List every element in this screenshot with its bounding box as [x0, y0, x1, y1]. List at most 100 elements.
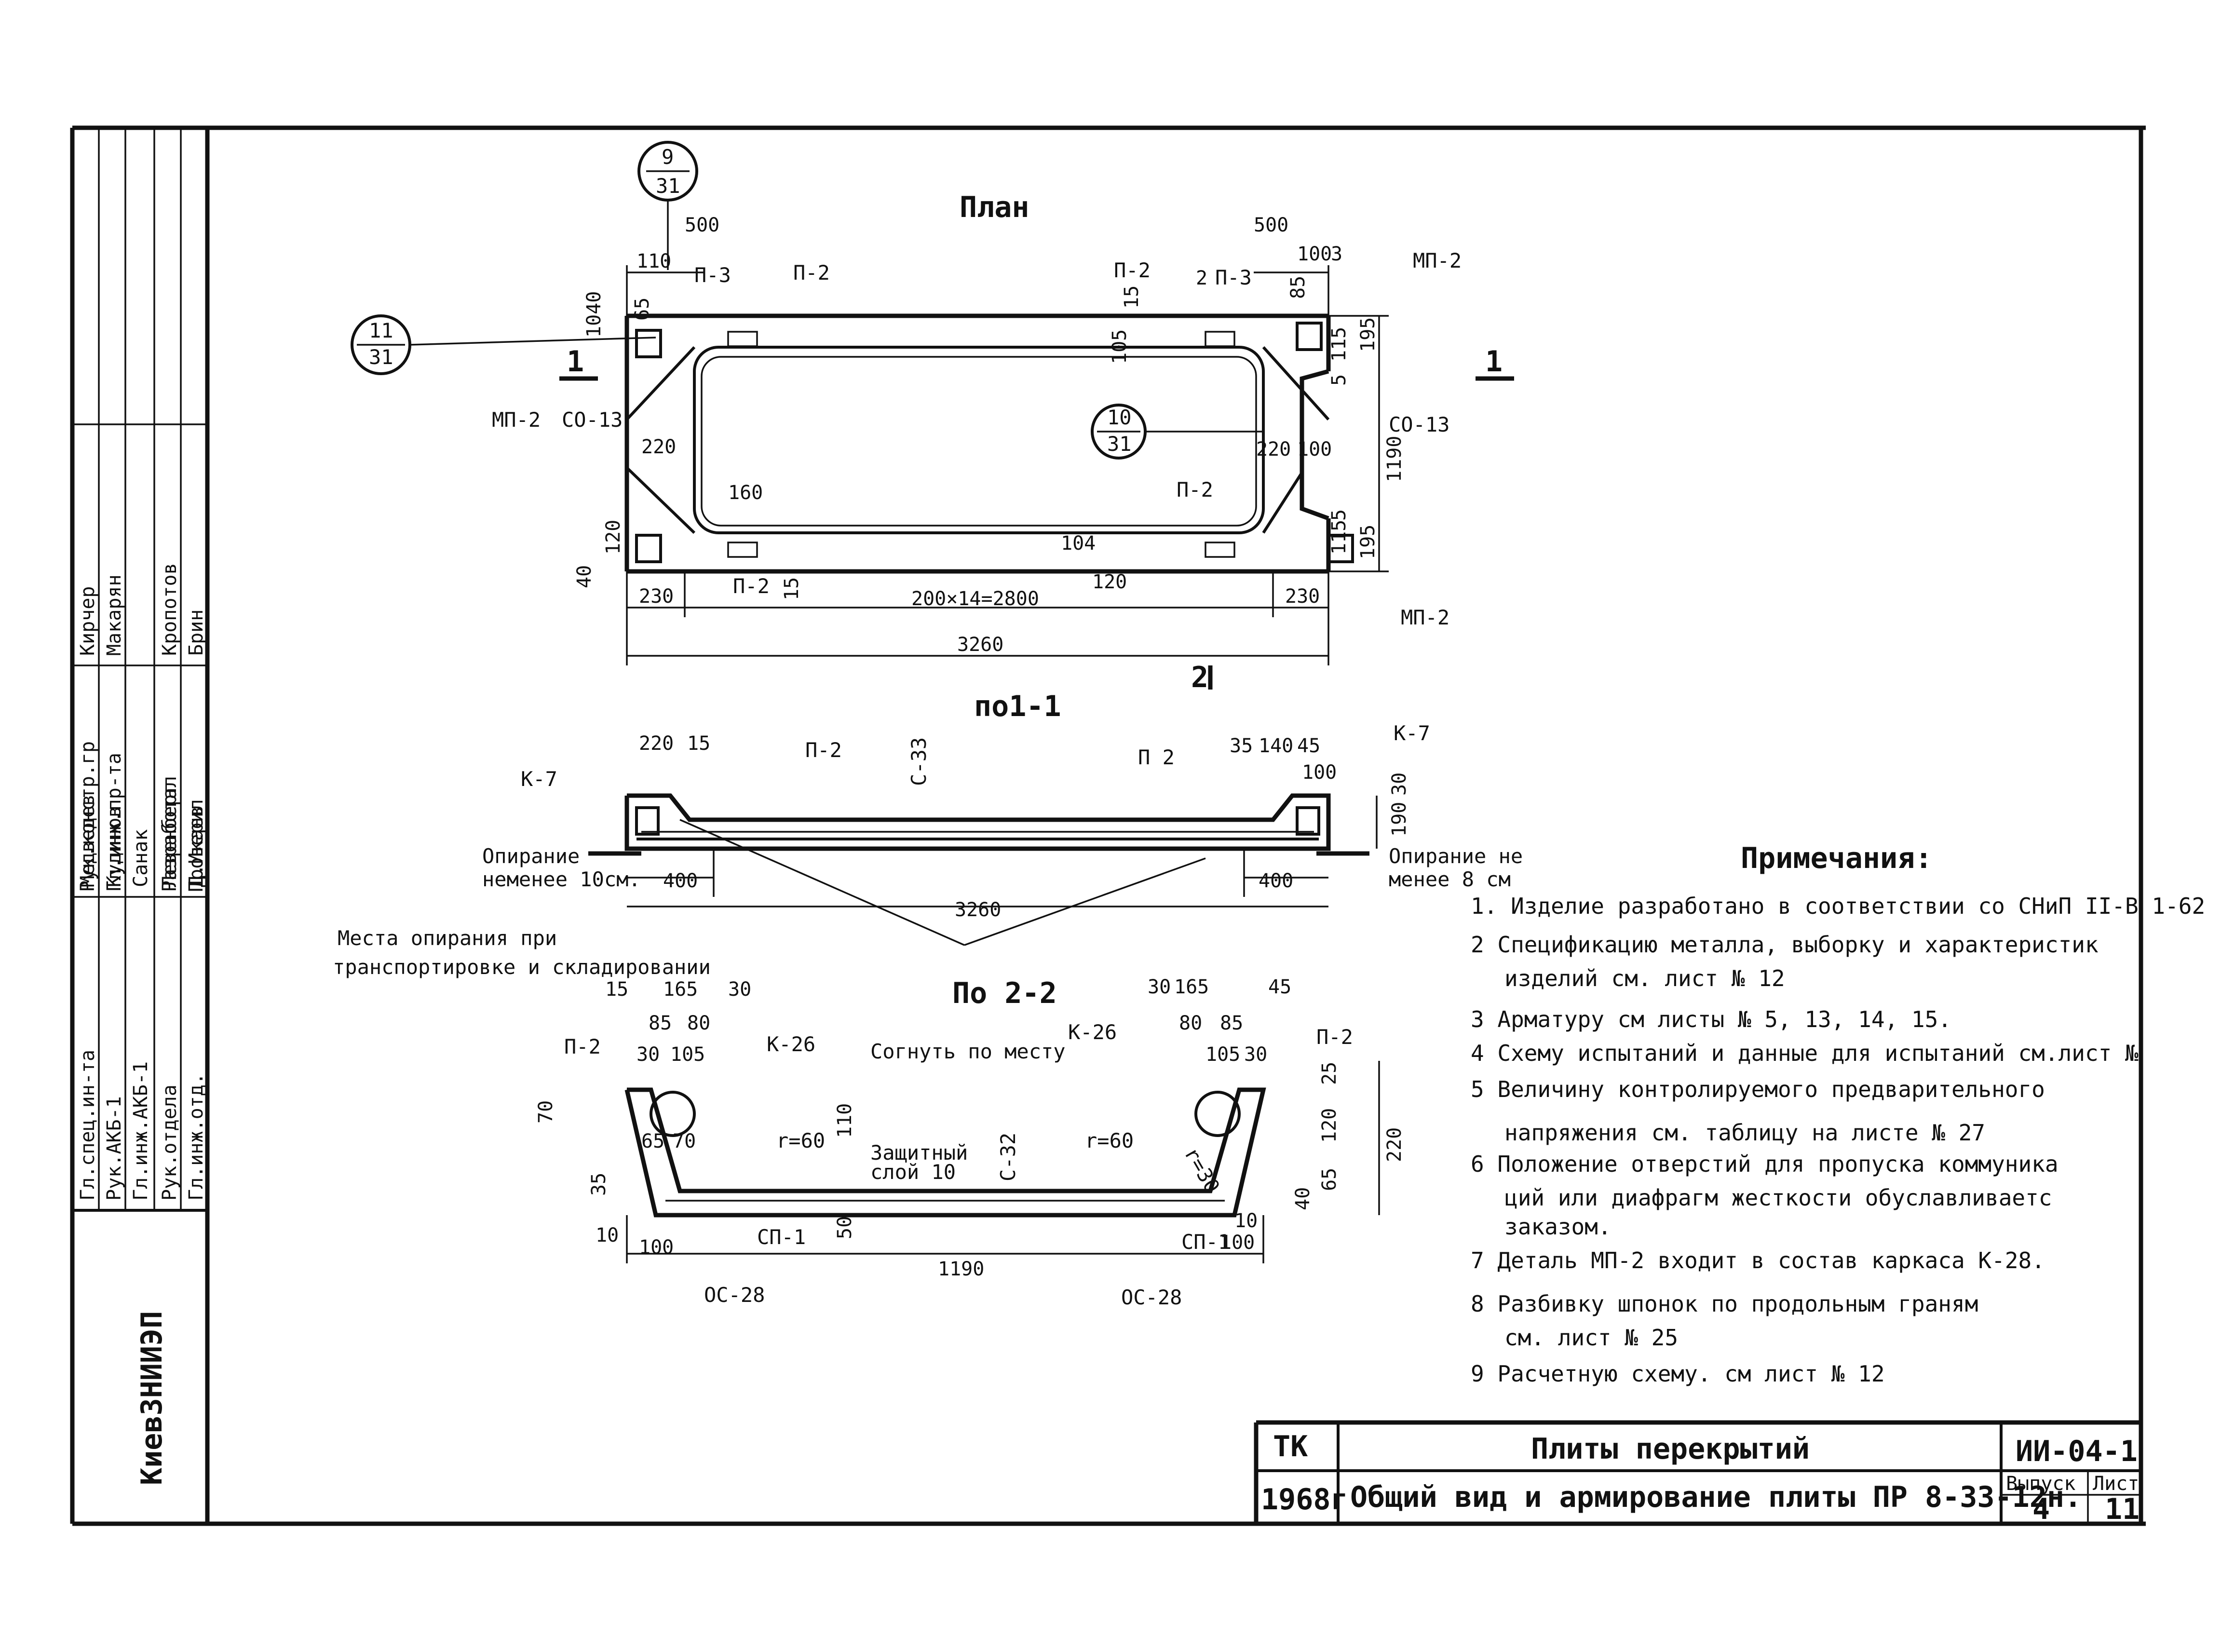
- note-line-9: ций или диафрагм жесткости обуславливает…: [1504, 1185, 2052, 1211]
- plan-label-p3-right: П-3: [1215, 266, 1252, 289]
- sheet-frame: [70, 125, 2146, 1526]
- stamp-role-1: Гл.спец.ин-та: [77, 1050, 99, 1201]
- svg-text:100: 100: [1220, 1232, 1255, 1254]
- svg-text:220: 220: [1256, 438, 1291, 460]
- note-line-2: 2 Спецификацию металла, выборку и характ…: [1471, 932, 2099, 958]
- note-line-12: 8 Разбивку шпонок по продольным граням: [1471, 1291, 1978, 1317]
- plan-label-mp2-left: МП-2: [492, 408, 541, 432]
- svg-text:2: 2: [1196, 267, 1207, 289]
- svg-text:15: 15: [781, 577, 803, 600]
- svg-text:30: 30: [728, 978, 751, 1001]
- plan-section-mark-1-right: 1: [1485, 345, 1503, 379]
- svg-text:10: 10: [596, 1224, 619, 1246]
- svg-text:104: 104: [1061, 532, 1096, 555]
- note-line-11: 7 Деталь МП-2 входит в состав каркаса К-…: [1471, 1247, 2045, 1273]
- svg-text:30: 30: [1148, 976, 1171, 998]
- stamp-name-2: Кудинов: [103, 806, 125, 887]
- svg-text:1190: 1190: [938, 1258, 984, 1280]
- title-block-issue-value: 4: [2032, 1492, 2050, 1526]
- section2-label-oc28-left: ОС-28: [704, 1283, 765, 1307]
- section1-label-k7-right: К-7: [1394, 721, 1430, 745]
- svg-text:10: 10: [1107, 406, 1132, 429]
- svg-text:1190: 1190: [1383, 436, 1406, 482]
- svg-text:70: 70: [535, 1100, 557, 1124]
- note-line-10: заказом.: [1504, 1214, 1612, 1240]
- section2-label-protective-1: Защитный: [870, 1141, 968, 1165]
- svg-text:25: 25: [1318, 1062, 1341, 1085]
- svg-text:80: 80: [1179, 1012, 1202, 1034]
- svg-text:230: 230: [1285, 585, 1320, 608]
- svg-text:15: 15: [1121, 285, 1143, 309]
- svg-text:105: 105: [1109, 329, 1131, 364]
- svg-text:115: 115: [1328, 520, 1350, 555]
- stamp-role-8: Разработал: [159, 776, 181, 892]
- svg-text:140: 140: [1259, 735, 1293, 757]
- plan-label-p2-right-top: П-2: [1114, 258, 1151, 282]
- svg-text:31: 31: [656, 174, 680, 198]
- svg-text:195: 195: [1357, 317, 1379, 352]
- plan-title: План: [960, 190, 1029, 224]
- title-block-title: Плиты перекрытий: [1531, 1432, 1810, 1466]
- section1-transport-2: транспортировке и складировании: [333, 955, 711, 979]
- title-block-year: 1968г: [1261, 1483, 1348, 1517]
- note-line-4: 3 Арматуру см листы № 5, 13, 14, 15.: [1471, 1006, 1951, 1032]
- stamp-name-4: Левенберг: [159, 783, 181, 887]
- svg-text:40: 40: [573, 565, 596, 588]
- note-line-8: 6 Положение отверстий для пропуска комму…: [1471, 1151, 2058, 1177]
- svg-text:11: 11: [369, 319, 393, 342]
- svg-text:15: 15: [605, 978, 628, 1001]
- svg-text:110: 110: [637, 250, 671, 272]
- svg-text:120: 120: [602, 520, 624, 555]
- svg-text:190: 190: [1388, 802, 1410, 837]
- stamp-column: КиевЗНИИЭП Гл.спец.ин-та Рук.АКБ-1 Гл.ин…: [72, 128, 207, 1485]
- svg-text:65: 65: [631, 298, 653, 321]
- support-label-line: неменее 10см.: [482, 867, 641, 891]
- reference-mark-top: 9 31: [637, 141, 698, 270]
- svg-text:40: 40: [1292, 1187, 1314, 1210]
- notes-block: Примечания: 1. Изделие разработано в соо…: [1471, 841, 2205, 1387]
- svg-text:3: 3: [1331, 243, 1342, 265]
- stamp-role-6: Рук.констр.гр: [77, 741, 99, 892]
- svg-text:230: 230: [639, 585, 674, 608]
- stamp-role-4: Рук.отдела: [159, 1084, 181, 1201]
- plan-label-co13-right: СО-13: [1389, 413, 1449, 436]
- svg-text:35: 35: [588, 1173, 610, 1196]
- plan-label-p2-bottom-left: П-2: [733, 574, 770, 598]
- note-line-7: напряжения см. таблицу на листе № 27: [1504, 1120, 1985, 1146]
- stamp-role-5: Гл.инж.отд.: [185, 1073, 207, 1201]
- section2-label-k26-right: К-26: [1068, 1020, 1117, 1044]
- svg-text:100: 100: [1297, 438, 1332, 460]
- svg-text:110: 110: [834, 1103, 856, 1138]
- notes-heading: Примечания:: [1741, 841, 1932, 875]
- note-line-6: 5 Величину контролируемого предварительн…: [1471, 1076, 2045, 1102]
- svg-text:85: 85: [1287, 276, 1309, 299]
- section1-label-p2-b: П 2: [1138, 745, 1175, 769]
- svg-text:195: 195: [1357, 525, 1379, 559]
- stamp-role-7: Гл.инж.пр-та: [103, 753, 125, 892]
- section1-title: по1-1: [974, 690, 1061, 723]
- section1-label-k7-left: К-7: [521, 767, 557, 791]
- svg-text:100: 100: [1302, 761, 1337, 784]
- section2-label-bend: Согнуть по месту: [870, 1040, 1066, 1063]
- plan-label-mp2-top-right: МП-2: [1413, 249, 1462, 272]
- section2-title: По 2-2: [952, 976, 1057, 1010]
- svg-text:5: 5: [1328, 374, 1350, 386]
- plan-section-mark-2: 2: [1191, 661, 1208, 694]
- reference-mark-left: 11 31: [351, 314, 656, 375]
- stamp-institute: КиевЗНИИЭП: [135, 1311, 169, 1485]
- section2-label-p2-right: П-2: [1316, 1025, 1353, 1049]
- svg-text:100: 100: [639, 1236, 674, 1259]
- svg-text:220: 220: [641, 436, 676, 458]
- section2-label-cp1-right: СП-1: [1181, 1230, 1230, 1254]
- svg-text:500: 500: [685, 214, 719, 236]
- svg-text:30: 30: [1244, 1043, 1267, 1066]
- section2-label-cp1-left: СП-1: [757, 1225, 806, 1249]
- svg-text:9: 9: [662, 145, 674, 169]
- note-line-14: 9 Расчетную схему. см лист № 12: [1471, 1361, 1885, 1387]
- stamp-name-6: Кирчер: [77, 586, 99, 656]
- section2-label-p2-left: П-2: [564, 1035, 601, 1058]
- svg-text:80: 80: [687, 1012, 710, 1034]
- reference-mark-center: 10 31: [1091, 404, 1263, 460]
- svg-text:220: 220: [1383, 1127, 1406, 1162]
